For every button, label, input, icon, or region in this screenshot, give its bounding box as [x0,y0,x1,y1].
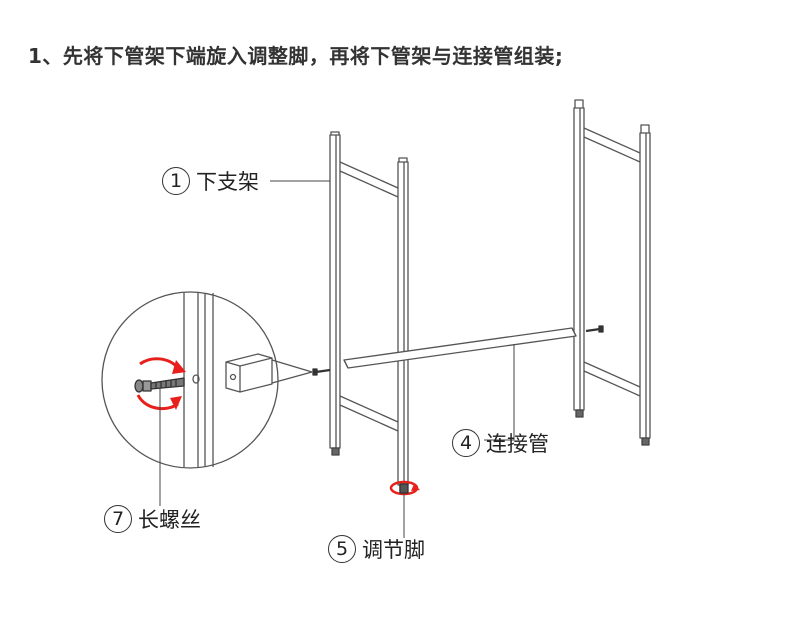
callout-number: 7 [104,505,132,533]
callout-label: 调节脚 [362,538,425,562]
callout-label: 下支架 [196,170,259,194]
leader-lines [159,180,515,538]
screw-right [585,325,604,333]
foot-rotation-icon [389,480,420,496]
callout-number: 5 [328,535,356,563]
step-heading: 1、先将下管架下端旋入调整脚，再将下管架与连接管组装; [28,44,564,68]
callout-label: 连接管 [486,432,549,456]
screw-left [312,368,331,376]
callout-number: 1 [162,167,190,195]
rear-frame [573,99,651,446]
front-frame [329,131,409,493]
callout-adjustable-foot: 5 调节脚 [328,534,425,564]
callout-lower-frame: 1 下支架 [162,166,259,196]
callout-number: 4 [452,429,480,457]
detail-zoom [101,291,313,469]
connecting-tube [343,327,577,369]
rotation-arrowheads [170,360,186,410]
callout-long-screw: 7 长螺丝 [104,504,201,534]
callout-label: 长螺丝 [138,508,201,532]
callout-connecting-tube: 4 连接管 [452,428,549,458]
